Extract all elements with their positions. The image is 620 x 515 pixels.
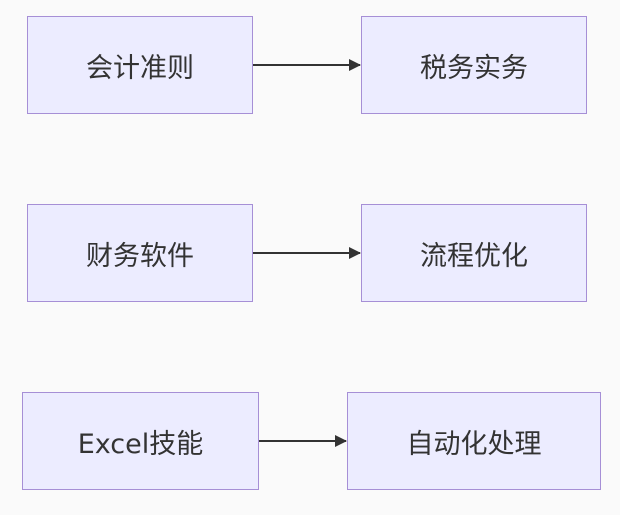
node-automation[interactable]: 自动化处理 [347, 392, 601, 490]
node-accounting-standards[interactable]: 会计准则 [27, 16, 253, 114]
node-tax-practice[interactable]: 税务实务 [361, 16, 587, 114]
node-accounting-standards-label: 会计准则 [86, 52, 194, 84]
node-excel-skills[interactable]: Excel技能 [22, 392, 259, 490]
node-process-optimization[interactable]: 流程优化 [361, 204, 587, 302]
node-tax-practice-label: 税务实务 [420, 52, 528, 84]
node-process-optimization-label: 流程优化 [420, 240, 528, 272]
node-excel-skills-label: Excel技能 [77, 428, 204, 460]
node-financial-software[interactable]: 财务软件 [27, 204, 253, 302]
node-financial-software-label: 财务软件 [86, 240, 194, 272]
node-automation-label: 自动化处理 [406, 428, 542, 460]
